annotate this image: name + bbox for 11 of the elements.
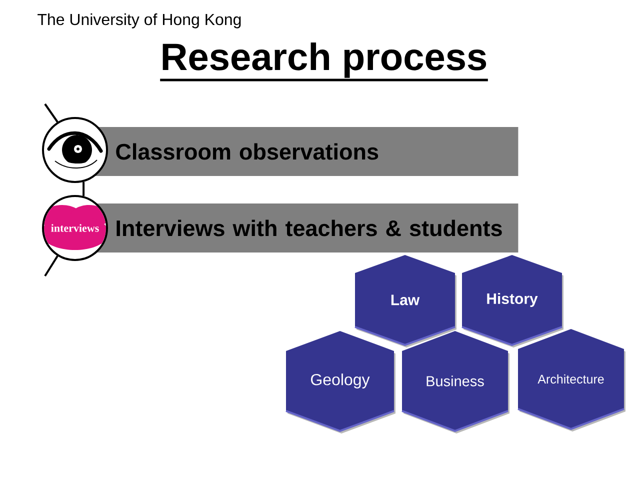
hexagon-tile: History	[462, 255, 564, 348]
slide-title: Research process	[160, 42, 488, 82]
hexagon-tile: Geology	[286, 331, 396, 434]
connector-line	[44, 255, 58, 277]
header-text: The University of Hong Kong	[38, 13, 241, 28]
hexagon-tile: Business	[402, 331, 510, 434]
connector-line	[44, 103, 58, 123]
connector-line	[82, 182, 85, 196]
hexagon-tile: Architecture	[518, 329, 626, 432]
process-bar: Classroom observations	[90, 127, 518, 176]
hexagon-tile: Law	[354, 255, 456, 348]
